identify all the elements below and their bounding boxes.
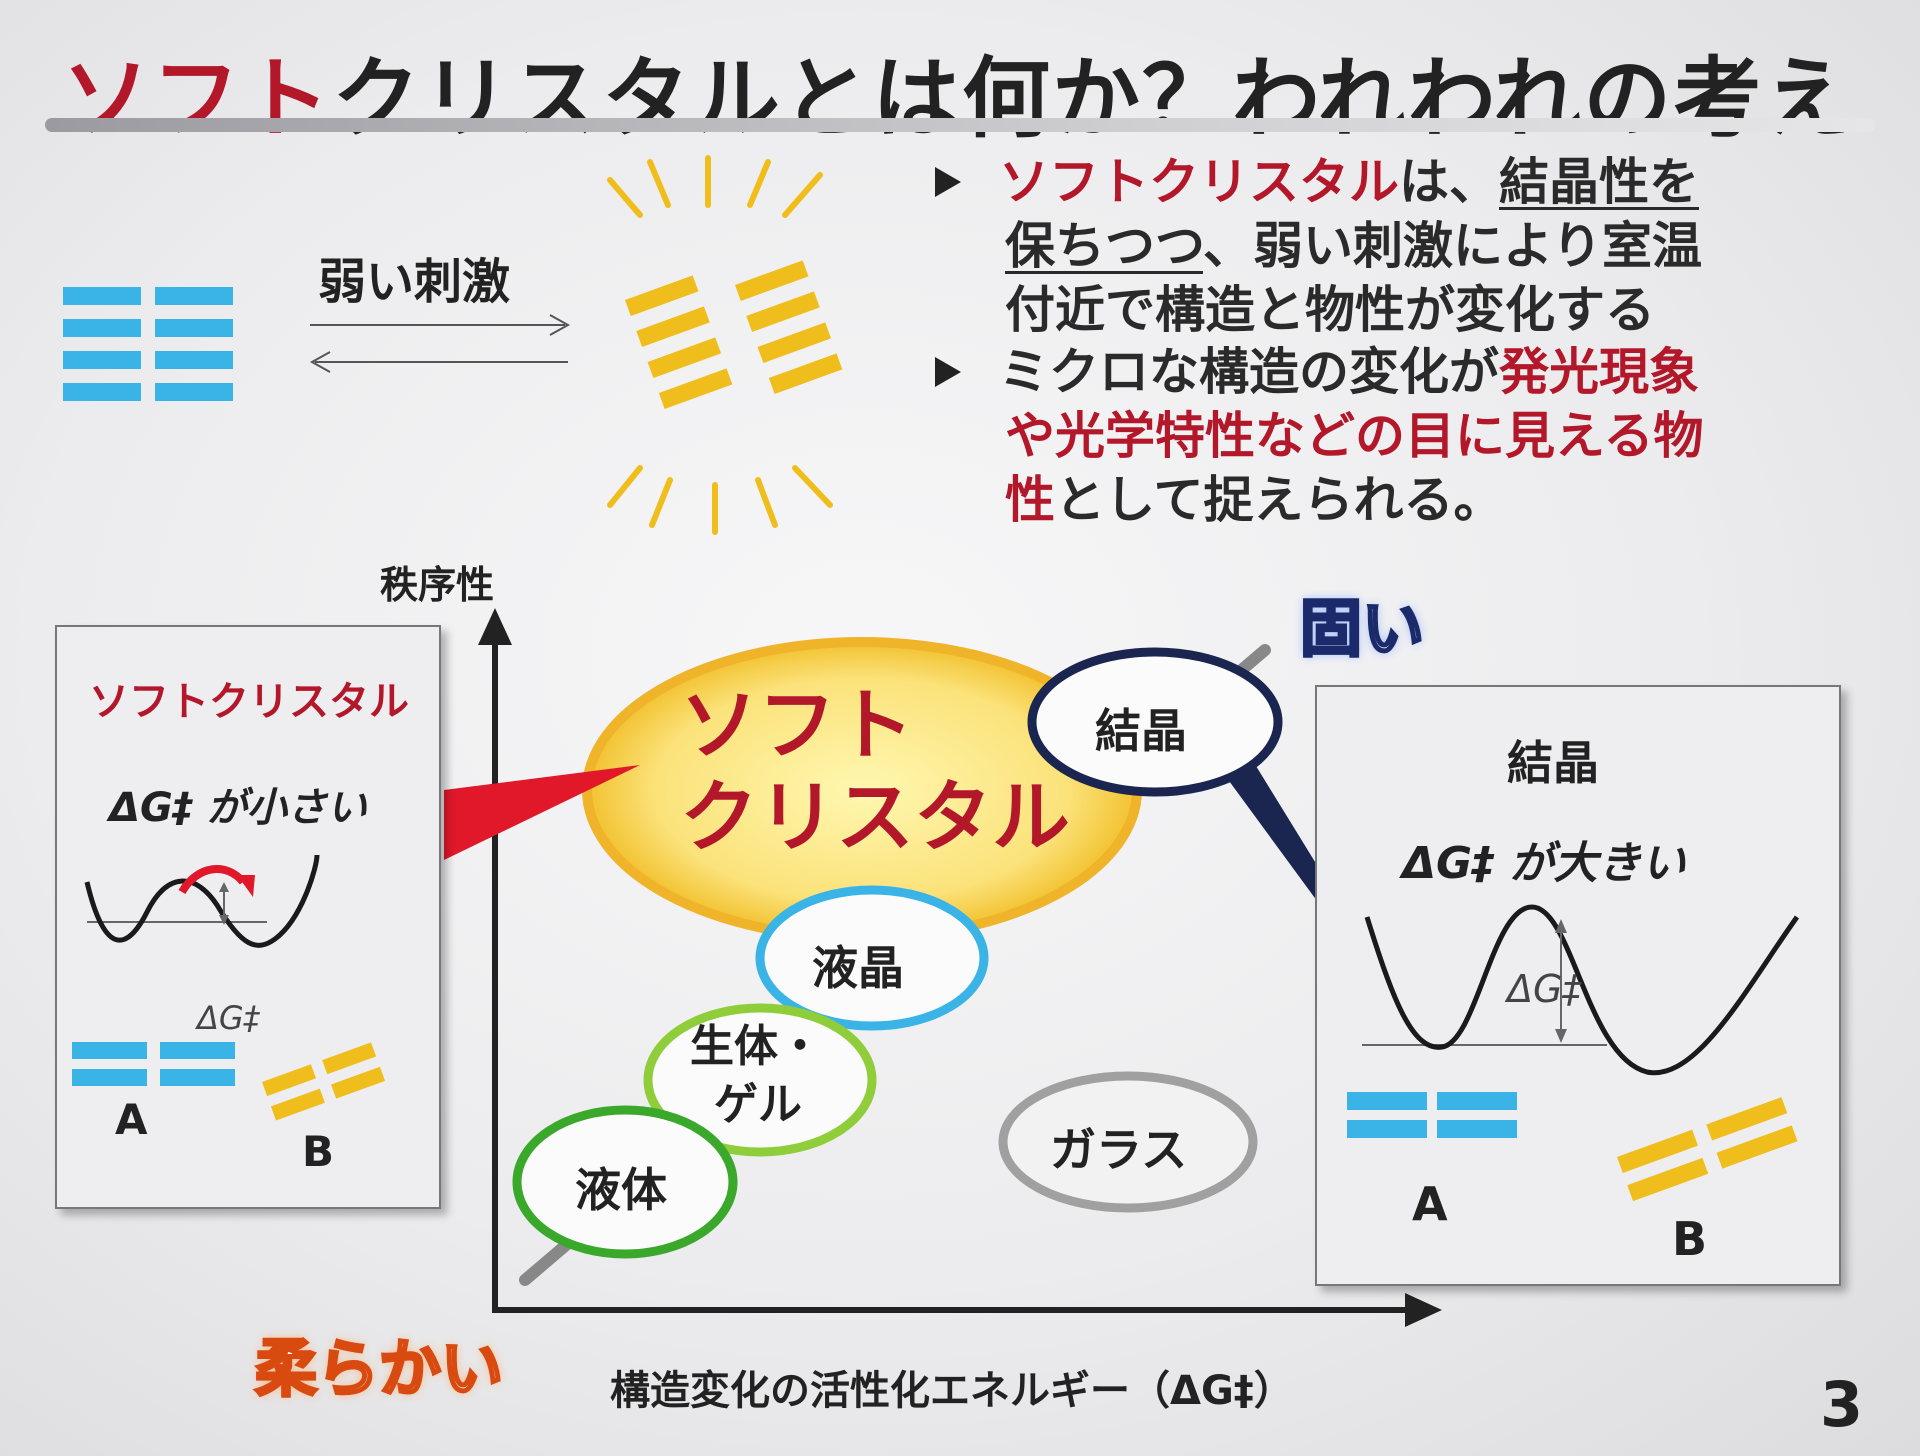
navy-pointer (1210, 740, 1320, 905)
bullet-1-underlined-text-2: 保ちつつ (1005, 217, 1203, 275)
slide-title: ソフトクリスタルとは何か？われわれの考え (62, 28, 1853, 155)
soft-crystal-bubble-text: ソフト クリスタル (680, 680, 1070, 864)
bullet-1: ソフトクリスタルは、結晶性を 保ちつつ、弱い刺激により室温 付近で構造と物性が変… (935, 150, 1702, 342)
bullet-1-red-term: ソフトクリスタル (999, 153, 1399, 211)
small-barrier-text: ΔG‡ が小さい (109, 785, 367, 831)
title-underline (45, 118, 1875, 132)
crystal-ellipse (1027, 647, 1283, 797)
soft-crystal-line-1: ソフト (680, 681, 915, 771)
liquid-crystal-label: 液晶 (812, 941, 904, 995)
bullet-1-text: は、 (1399, 153, 1499, 211)
large-barrier-curve (1362, 904, 1800, 1076)
glass-ellipse (998, 1071, 1258, 1213)
small-barrier-curve (84, 854, 320, 948)
bullet-2-line-2: や光学特性などの目に見える物 (1005, 407, 1704, 465)
bullet-1-line-1: ソフトクリスタルは、結晶性を (935, 150, 1702, 214)
crystal-panel: 結晶 ΔG‡ が大きい ΔG‡ A B (1315, 685, 1841, 1286)
bio-gel-label: 生体・ ゲル (690, 1018, 822, 1134)
bullet-2-text: ミクロな構造の変化が (999, 343, 1499, 401)
y-axis-label: 秩序性 (380, 563, 495, 607)
bullet-1-underlined-text: 結晶性を (1499, 153, 1699, 211)
crystal-molecules-icon (1347, 1092, 1798, 1202)
page-number: 3 (1820, 1368, 1864, 1441)
title-rest: クリスタルとは何か？われわれの考え (332, 47, 1854, 150)
red-pointer (444, 765, 640, 860)
bullet-arrow-icon (935, 166, 961, 197)
x-axis-label: 構造変化の活性化エネルギー（ΔG‡） (610, 1368, 1294, 1414)
crystal-label: 結晶 (1095, 704, 1187, 758)
ordered-molecules-icon (63, 287, 233, 401)
small-barrier-symbol: ΔG‡ (197, 999, 260, 1037)
bio-gel-label-line-2: ゲル (714, 1079, 802, 1130)
crystal-state-b-label: B (1672, 1212, 1708, 1266)
bullet-1-text-2: 、弱い刺激により室温 (1203, 217, 1702, 275)
bullet-2-line-3: 性として捉えられる。 (935, 468, 1704, 532)
bullet-2-red-text-3: 性 (1005, 471, 1055, 529)
state-b-label: B (302, 1127, 335, 1176)
liquid-label: 液体 (575, 1163, 667, 1217)
state-a-label: A (115, 1095, 148, 1144)
glass-label: ガラス (1050, 1123, 1188, 1177)
bullet-2: ミクロな構造の変化が発光現象 や光学特性などの目に見える物 性として捉えられる。 (935, 340, 1704, 532)
soft-label: 柔らかい (253, 1331, 504, 1407)
crystal-state-a-label: A (1412, 1177, 1448, 1231)
bullet-1-line-3: 付近で構造と物性が変化する (1005, 281, 1655, 339)
large-barrier-text: ΔG‡ が大きい (1402, 838, 1686, 889)
stimulus-label: 弱い刺激 (318, 254, 511, 310)
glowing-molecules-icon (607, 155, 843, 535)
soft-crystal-panel: ソフトクリスタル ΔG‡ が小さい ΔG‡ A B (55, 625, 441, 1209)
y-axis-arrowhead (478, 608, 512, 645)
x-axis-arrowhead (1405, 1293, 1442, 1327)
bullet-1-line-2: 保ちつつ、弱い刺激により室温 (935, 214, 1702, 278)
liquid-crystal-ellipse (755, 885, 989, 1031)
bio-gel-ellipse (643, 1003, 877, 1157)
bio-gel-label-line-1: 生体・ (690, 1021, 822, 1072)
soft-crystal-line-2: クリスタル (680, 773, 1071, 863)
bullet-2-red-text: 発光現象 (1499, 343, 1699, 401)
bullet-2-text-3: として捉えられる。 (1055, 471, 1504, 529)
reversible-arrows (309, 314, 571, 373)
soft-crystal-molecules-icon (72, 1042, 386, 1121)
soft-crystal-panel-title: ソフトクリスタル (89, 679, 409, 725)
large-barrier-symbol: ΔG‡ (1507, 967, 1582, 1011)
bullet-2-line-1: ミクロな構造の変化が発光現象 (935, 340, 1704, 404)
liquid-ellipse (512, 1105, 738, 1259)
bullet-arrow-icon (935, 356, 961, 387)
crystal-panel-title: 結晶 (1507, 736, 1599, 790)
hard-label: 固い (1298, 591, 1425, 667)
title-red-part: ソフト (62, 47, 333, 150)
